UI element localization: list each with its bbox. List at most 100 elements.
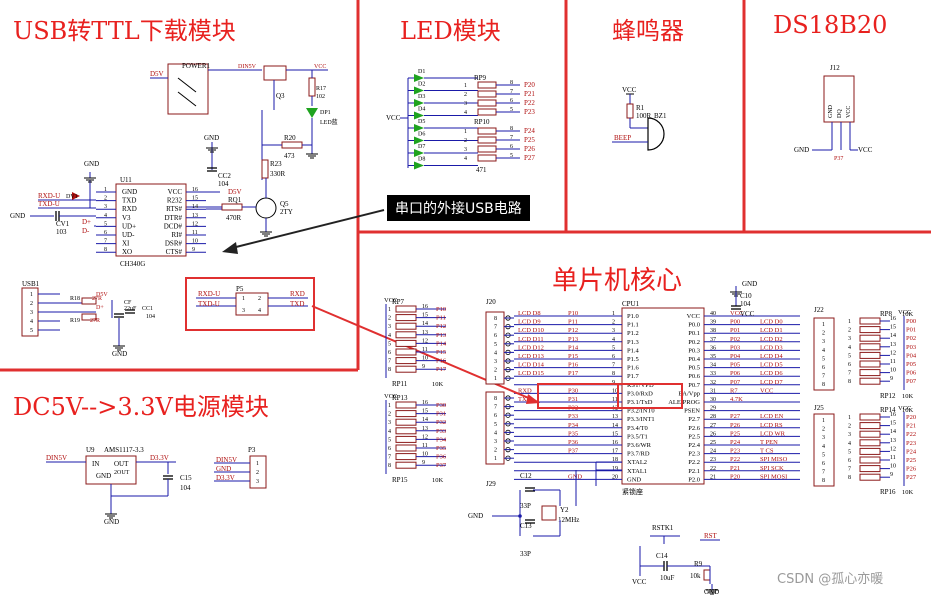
cf-value: 22uF <box>124 306 137 312</box>
resistor-pack <box>477 90 497 98</box>
resistor-pack <box>395 331 417 339</box>
pin-number: 8 <box>388 367 391 373</box>
net-label: P06 <box>730 370 741 377</box>
p5-label: P5 <box>236 285 244 293</box>
uart-pins-highlight <box>617 383 683 409</box>
gnd-label: GND <box>10 212 25 220</box>
pin-number: 10 <box>422 356 428 362</box>
net-label: P15 <box>436 349 446 356</box>
rq1-value: 470R <box>226 214 242 222</box>
vcc-label: VCC <box>858 146 873 154</box>
rp10-value: 471 <box>476 166 487 174</box>
net-label: LCD D11 <box>518 336 544 343</box>
net-label: P33 <box>436 428 446 435</box>
r1-label: R1 <box>636 104 645 112</box>
pin-number: 5 <box>510 153 513 159</box>
pin-number: 31 <box>710 388 716 394</box>
net-label: P22 <box>730 456 740 463</box>
resistor-pack <box>395 305 417 313</box>
pin-number: 7 <box>822 374 825 380</box>
resistor-pack-label: RP12 <box>880 392 896 400</box>
ds18b20-pin-label: DQ <box>837 109 843 118</box>
j29-header <box>485 391 505 465</box>
pin-number: 1 <box>104 187 107 193</box>
pin-number: 4 <box>822 348 825 354</box>
vcc-label: VCC <box>632 578 647 586</box>
pin-number: 7 <box>388 359 391 365</box>
pin-number: 20 <box>612 474 618 480</box>
net-label-d5v: D5V <box>96 292 108 298</box>
pin-number: 1 <box>612 311 615 317</box>
pin-number: 4 <box>494 430 497 436</box>
j25-label: J25 <box>814 404 824 412</box>
pin-number: 36 <box>710 345 716 351</box>
net-label: P25 <box>524 136 535 144</box>
pin-number: 33 <box>710 371 716 377</box>
pin-number: 16 <box>422 400 428 406</box>
dv1-label: DV1 <box>66 194 78 200</box>
pin-number: 1 <box>464 83 467 89</box>
gnd-label: GND <box>84 160 99 168</box>
net-label: P04 <box>906 352 917 359</box>
net-label: P11 <box>436 315 446 322</box>
c14-value: 10uF <box>660 574 675 582</box>
pin-number: 17 <box>612 449 618 455</box>
pin-number: 15 <box>422 313 428 319</box>
net-label: P17 <box>436 366 447 373</box>
power-switch <box>167 63 209 115</box>
usb-circuit-callout: 串口的外接USB电路 <box>387 195 530 221</box>
c10-label: C10 <box>740 292 752 300</box>
pin-number: 14 <box>192 204 198 210</box>
resistor-r18 <box>81 297 97 305</box>
ch340g-pin-label: VCC <box>168 188 183 196</box>
cf-label: CF <box>124 300 132 306</box>
net-label: P16 <box>436 358 447 365</box>
net-label: GND <box>568 473 582 480</box>
net-label: P22 <box>906 431 916 438</box>
ch340g-pin-label: DCD# <box>164 222 183 230</box>
mcu-pin-label: XTAL1 <box>627 468 647 475</box>
q3-label: Q3 <box>276 92 285 100</box>
pin-number: 15 <box>890 421 896 427</box>
pin-number: 14 <box>890 333 896 339</box>
j22-label: J22 <box>814 306 824 314</box>
j20-header <box>485 311 505 385</box>
c13-value: 33P <box>520 550 531 558</box>
mcu-pin-label: EA/Vpp <box>678 390 700 397</box>
mcu-pin-label: RST/VPD <box>627 382 654 389</box>
pin-number: 37 <box>710 337 716 343</box>
pin-number: 3 <box>388 324 391 330</box>
pin-number: 1 <box>242 296 245 302</box>
resistor-r17 <box>308 77 316 97</box>
pin-number: 3 <box>256 479 259 485</box>
led-label: D4 <box>418 107 425 113</box>
net-label: LCD D4 <box>760 353 783 360</box>
net-label: P35 <box>568 430 578 437</box>
net-label: LCD D10 <box>518 327 544 334</box>
net-label: T CS <box>760 448 774 455</box>
mcu-pin-label: P2.5 <box>688 433 700 440</box>
led-icon <box>414 111 424 120</box>
mcu-pin-label: P2.0 <box>688 476 700 483</box>
ds18b20-module-title: DS18B20 <box>773 11 888 39</box>
resistor-pack-label: RP15 <box>392 476 408 484</box>
net-label-rxd-u: RXD-U <box>38 192 60 200</box>
pin-number: 2 <box>822 427 825 433</box>
net-label: P37 <box>436 462 447 469</box>
cv1-label: CV1 <box>56 220 70 228</box>
ch340g-pin-label: CTS# <box>166 248 183 256</box>
ch340g-label: CH340G <box>120 260 145 268</box>
transistor-q5 <box>255 197 277 219</box>
resistor-pack <box>395 348 417 356</box>
pin-number: 4 <box>464 156 467 162</box>
net-label-din5v: DIN5V <box>46 454 67 462</box>
buzzer-module-title: 蜂鸣器 <box>612 17 684 45</box>
pin-number: 4 <box>612 337 615 343</box>
pin-number: 28 <box>710 414 716 420</box>
net-label: P37 <box>568 448 579 455</box>
pin-number: 8 <box>510 80 513 86</box>
pin-number: 39 <box>710 320 716 326</box>
mcu-pin-label: P3.4/T0 <box>627 425 648 432</box>
net-label-txd: TXD <box>290 300 304 308</box>
resistor-pack <box>477 145 497 153</box>
